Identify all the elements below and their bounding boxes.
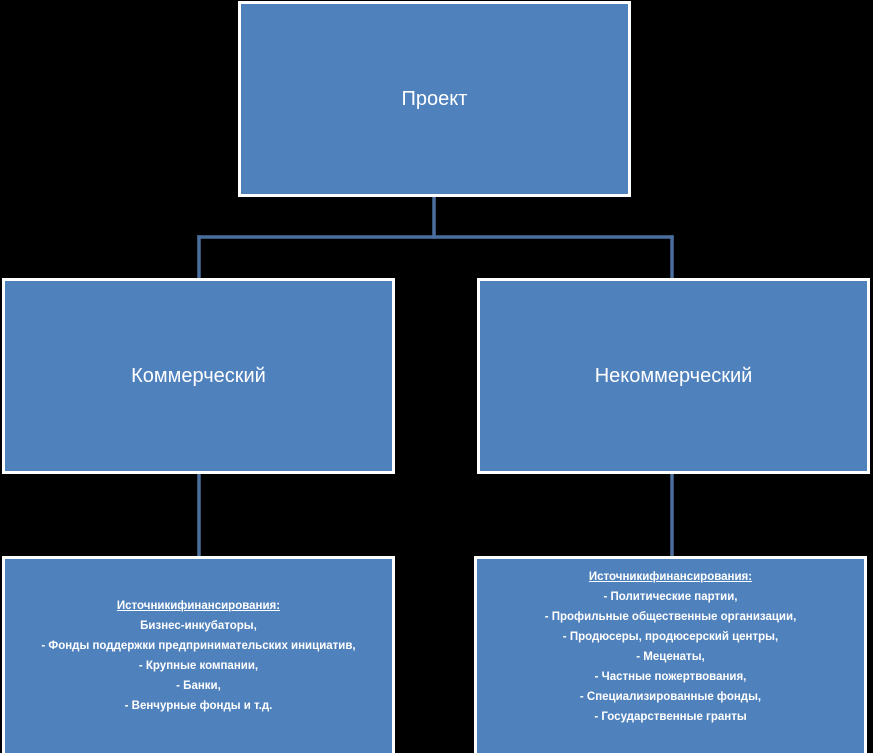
list-item: - Венчурные фонды и т.д. bbox=[124, 700, 273, 712]
root-node-project: Проект bbox=[238, 1, 631, 197]
noncommercial-funding-sources: Источникифинансирования: - Политические … bbox=[474, 556, 867, 753]
noncommercial-sources-list: - Политические партии, - Профильные обще… bbox=[545, 587, 797, 727]
node-noncommercial: Некоммерческий bbox=[477, 278, 870, 474]
list-item: - Продюсеры, продюсерский центры, bbox=[562, 631, 779, 643]
list-item: - Крупные компании, bbox=[138, 660, 259, 672]
list-item: - Фонды поддержки предпринимательских ин… bbox=[41, 640, 356, 652]
commercial-sources-heading: Источникифинансирования: bbox=[116, 600, 281, 612]
list-item: - Частные пожертвования, bbox=[594, 671, 747, 683]
list-item: - Специализированные фонды, bbox=[579, 691, 762, 703]
noncommercial-sources-heading: Источникифинансирования: bbox=[588, 571, 753, 583]
node-commercial: Коммерческий bbox=[2, 278, 395, 474]
root-node-label: Проект bbox=[401, 87, 468, 110]
commercial-funding-sources: Источникифинансирования: Бизнес-инкубато… bbox=[2, 556, 395, 753]
list-item: - Профильные общественные организации, bbox=[544, 611, 797, 623]
list-item: - Политические партии, bbox=[603, 591, 738, 603]
list-item: - Государственные гранты bbox=[594, 711, 747, 723]
node-commercial-label: Коммерческий bbox=[131, 364, 266, 387]
node-noncommercial-label: Некоммерческий bbox=[594, 364, 753, 387]
list-item: - Банки, bbox=[176, 680, 221, 692]
list-item: - Меценаты, bbox=[636, 651, 705, 663]
commercial-sources-list: Бизнес-инкубаторы, - Фонды поддержки пре… bbox=[41, 616, 355, 716]
list-item: Бизнес-инкубаторы, bbox=[140, 620, 257, 632]
